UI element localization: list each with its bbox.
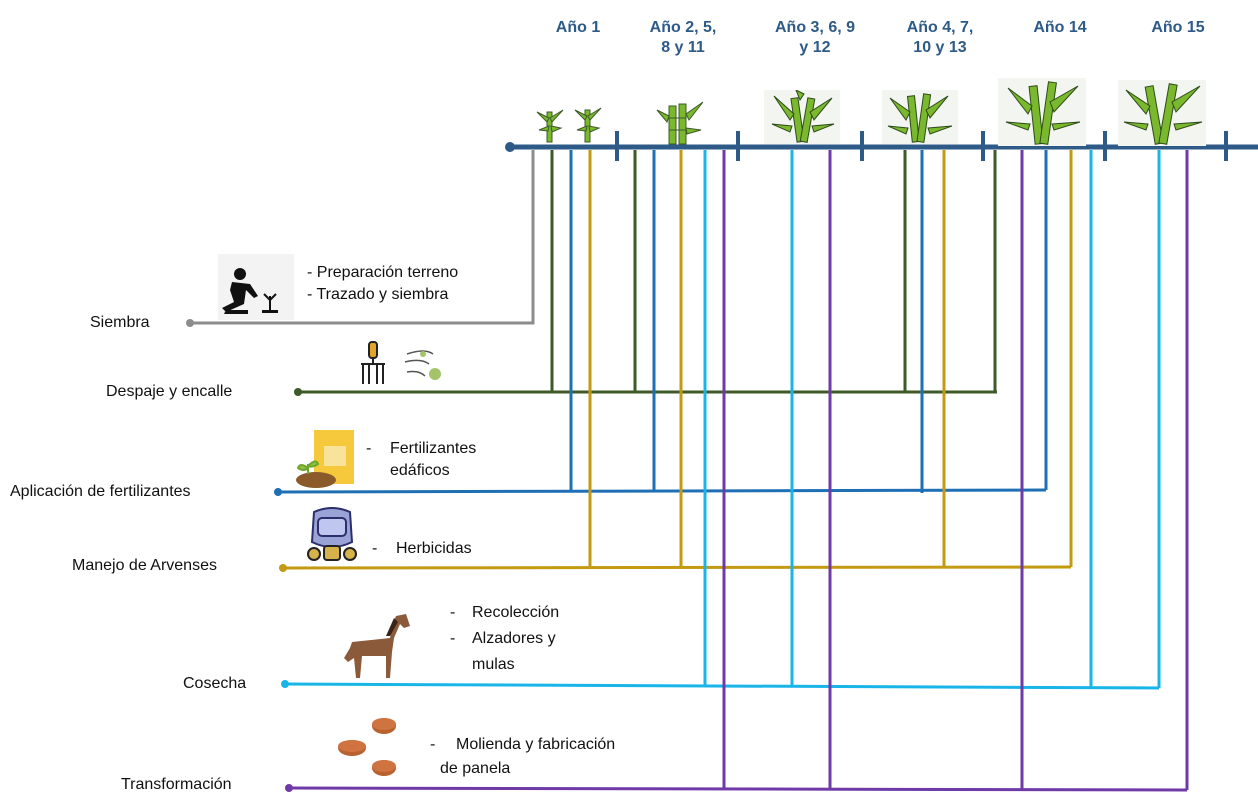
cane-tall-year15-icon <box>1118 80 1206 146</box>
activity-label-cosecha: Cosecha <box>183 675 247 692</box>
activity-label-arvenses: Manejo de Arvenses <box>72 557 217 574</box>
timeline-start-dot <box>505 142 515 152</box>
arvenses-dash: - <box>372 540 378 557</box>
cosecha-dash-1: - <box>450 604 456 621</box>
cosecha-detail-3: mulas <box>472 656 515 673</box>
cane-tall-year14-icon <box>998 78 1086 146</box>
year-label-3: Año 3, 6, 9 y 12 <box>774 19 856 56</box>
fertilizantes-dash: - <box>366 440 372 457</box>
activity-label-despaje: Despaje y encalle <box>106 383 233 400</box>
panela-blocks-icon <box>338 718 396 776</box>
activity-label-fertilizantes: Aplicación de fertilizantes <box>10 483 191 500</box>
cane-cluster-year3-icon <box>764 90 840 144</box>
cosecha-connector <box>281 150 1161 690</box>
fertilizantes-connector <box>274 150 1048 496</box>
transformacion-detail-2: de panela <box>440 760 511 777</box>
activity-label-siembra: Siembra <box>90 314 150 331</box>
year-label-5: Año 14 <box>1033 19 1087 36</box>
timeline-year-ticks <box>615 131 1228 161</box>
kneeling-planter-icon <box>218 254 294 320</box>
activity-label-transformacion: Transformación <box>121 776 232 793</box>
siembra-detail-1: - Preparación terreno <box>307 264 459 281</box>
garden-fork-and-wind-icon <box>361 341 441 384</box>
cane-young-year2-icon <box>656 101 704 145</box>
siembra-connector <box>186 150 535 327</box>
transformacion-dash: - <box>430 736 436 753</box>
year-label-4: Año 4, 7, 10 y 13 <box>906 19 974 56</box>
gas-mask-icon <box>307 507 357 561</box>
cane-seedling-year1-icon <box>536 107 602 143</box>
cosecha-detail-2: Alzadores y <box>472 630 556 647</box>
horse-icon <box>344 614 410 678</box>
fertilizantes-detail-1: Fertilizantes <box>390 440 477 457</box>
fertilizantes-detail-2: edáficos <box>390 462 450 479</box>
cosecha-dash-2: - <box>450 630 456 647</box>
siembra-detail-2: - Trazado y siembra <box>307 286 449 303</box>
arvenses-connector <box>279 150 1073 572</box>
transformacion-connector <box>285 150 1189 792</box>
fertilizer-bag-icon <box>296 430 354 488</box>
cane-cluster-year4-icon <box>882 90 958 144</box>
year-label-6: Año 15 <box>1151 19 1205 36</box>
year-label-2: Año 2, 5, 8 y 11 <box>649 19 717 56</box>
siembra-details: - Preparación terreno - Trazado y siembr… <box>307 262 458 306</box>
transformacion-detail-1: Molienda y fabricación <box>456 736 616 753</box>
year-label-1: Año 1 <box>555 19 601 36</box>
cosecha-detail-1: Recolección <box>472 604 560 621</box>
arvenses-detail-1: Herbicidas <box>396 540 472 557</box>
despaje-connector <box>294 150 997 396</box>
